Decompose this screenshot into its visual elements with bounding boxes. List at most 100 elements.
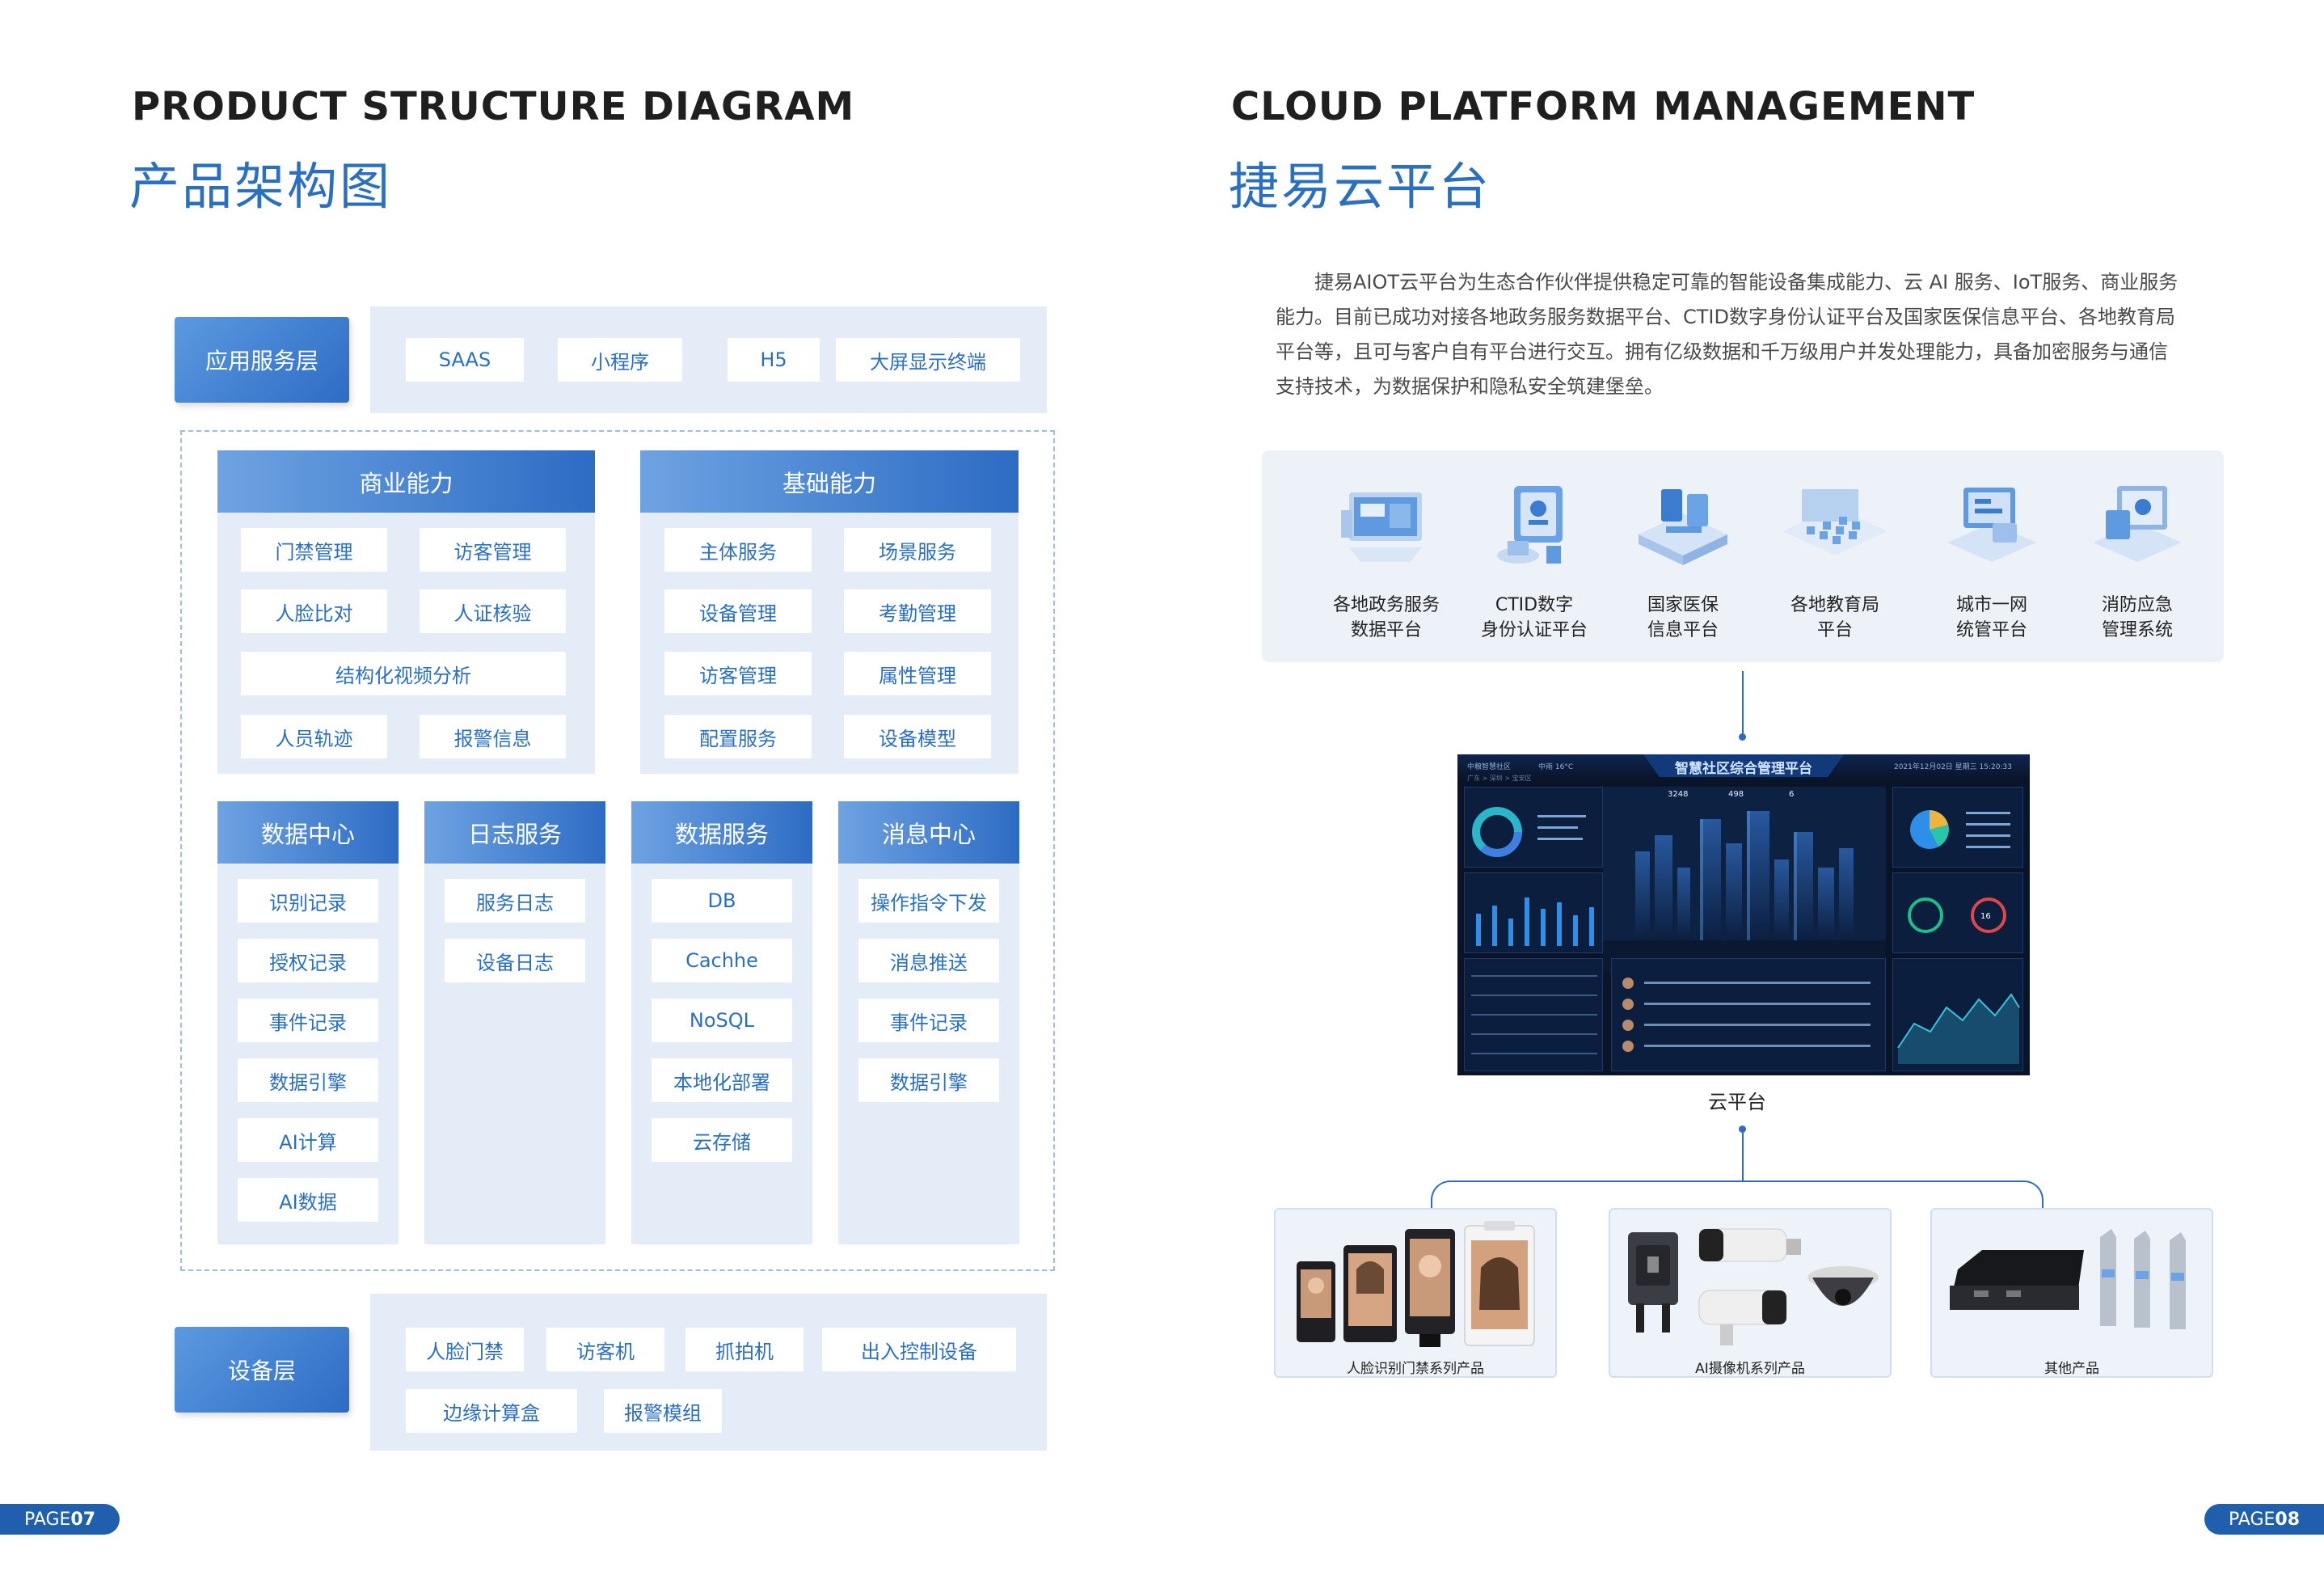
basic-chip: 主体服务 [664, 528, 812, 572]
data-center-chip: AI计算 [238, 1118, 378, 1162]
product-label: 其他产品 [2044, 1361, 2099, 1377]
business-chip: 人脸比对 [241, 589, 387, 633]
message-center-header: 消息中心 [838, 801, 1019, 864]
ctid-platform-icon [1482, 478, 1587, 583]
data-service-chip: 本地化部署 [652, 1058, 792, 1102]
ai-camera-products-card: AI摄像机系列产品 [1609, 1208, 1892, 1378]
message-center-chip: 消息推送 [858, 939, 999, 982]
log-service-chip: 服务日志 [445, 879, 585, 923]
platforms-strip: 各地政务服务数据平台 CTID数字身份认证平台 国家医保信息平台 各地教育局平台… [1262, 450, 2224, 662]
business-chip: 人员轨迹 [241, 715, 387, 758]
connector-dot [1739, 733, 1746, 741]
device-chip: 边缘计算盒 [406, 1389, 577, 1433]
basic-chip: 设备管理 [664, 589, 812, 633]
product-label: 人脸识别门禁系列产品 [1347, 1361, 1484, 1377]
app-layer-label: 应用服务层 [175, 317, 349, 403]
message-center-chip: 数据引擎 [858, 1058, 999, 1102]
page-prefix: PAGE [23, 1509, 71, 1530]
data-center-chip: 识别记录 [238, 879, 378, 923]
left-panel-bars [1464, 872, 1603, 953]
dashboard-title: 智慧社区综合管理平台 [1675, 761, 1812, 777]
log-service-chip: 设备日志 [445, 939, 585, 982]
education-platform-icon [1774, 478, 1887, 583]
connector-line [1742, 671, 1744, 737]
left-panel-table [1464, 958, 1603, 1071]
government-platform-icon [1333, 478, 1438, 583]
app-chip-h5: H5 [728, 338, 820, 382]
basic-chip: 属性管理 [844, 652, 991, 695]
other-products-image [1950, 1229, 2186, 1329]
data-center-panel: 数据中心 识别记录 授权记录 事件记录 数据引擎 AI计算 AI数据 [217, 801, 399, 1244]
data-service-panel: 数据服务 DB Cachhe NoSQL 本地化部署 云存储 [631, 801, 812, 1244]
basic-chip: 配置服务 [664, 715, 812, 758]
intro-paragraph: 捷易AIOT云平台为生态合作伙伴提供稳定可靠的智能设备集成能力、云 AI 服务、… [1276, 271, 2178, 398]
face-access-products-card: 人脸识别门禁系列产品 [1274, 1208, 1557, 1378]
basic-chip: 访客管理 [664, 652, 812, 695]
tree-trunk [1742, 1129, 1744, 1182]
dashboard-date: 2021年12月02日 星期三 15:20:33 [1894, 763, 2012, 771]
data-service-chip: NoSQL [652, 999, 792, 1042]
message-center-chip: 操作指令下发 [858, 879, 999, 923]
business-chip: 访客管理 [420, 528, 566, 572]
product-label: AI摄像机系列产品 [1695, 1361, 1805, 1377]
dashboard-weather: 中雨 16°C [1538, 763, 1574, 771]
page-num: 08 [2275, 1509, 2301, 1530]
business-chip: 报警信息 [420, 715, 566, 758]
medical-insurance-icon [1630, 478, 1736, 583]
device-chip: 人脸门禁 [406, 1328, 524, 1371]
dashboard-breadcrumb: 广东 > 深圳 > 宝安区 [1467, 775, 1532, 782]
device-chip: 报警模组 [604, 1389, 722, 1433]
business-panel: 商业能力 门禁管理 访客管理 人脸比对 人证核验 结构化视频分析 人员轨迹 报警… [217, 450, 595, 774]
dashboard-screenshot: 智慧社区综合管理平台 中粮智慧社区 中雨 16°C 2021年12月02日 星期… [1457, 754, 2030, 1075]
gauge-value: 16 [1980, 912, 1991, 921]
platform-label: 国家医保信息平台 [1647, 595, 1719, 640]
data-center-chip: 数据引擎 [238, 1058, 378, 1102]
platform-label: CTID数字身份认证平台 [1480, 595, 1588, 640]
business-chip: 门禁管理 [241, 528, 387, 572]
stat-2: 498 [1728, 790, 1744, 799]
right-panel-pie [1892, 787, 2023, 868]
log-service-header: 日志服务 [424, 801, 605, 864]
basic-chip: 设备模型 [844, 715, 991, 758]
device-layer-label: 设备层 [175, 1327, 349, 1413]
data-center-chip: AI数据 [238, 1178, 378, 1222]
message-center-panel: 消息中心 操作指令下发 消息推送 事件记录 数据引擎 [838, 801, 1019, 1244]
city-3d-view [1603, 787, 1886, 973]
dashboard-title-bg [1643, 754, 1844, 777]
page-prefix: PAGE [2228, 1509, 2275, 1530]
ai-camera-image [1628, 1228, 1879, 1345]
app-layer-panel: SAAS 小程序 H5 大屏显示终端 [370, 306, 1047, 413]
tree-branch [1431, 1180, 2044, 1210]
cloud-platform-label: 云平台 [1708, 1091, 1766, 1113]
city-management-icon [1939, 478, 2044, 583]
data-service-header: 数据服务 [631, 801, 812, 864]
basic-chip: 考勤管理 [844, 589, 991, 633]
data-center-chip: 授权记录 [238, 939, 378, 982]
log-service-panel: 日志服务 服务日志 设备日志 [424, 801, 605, 1244]
device-chip: 抓拍机 [685, 1328, 803, 1371]
center-panel-list [1611, 958, 1886, 1071]
platform-label: 各地教育局平台 [1790, 595, 1879, 640]
business-header: 商业能力 [217, 450, 595, 513]
face-terminal-image [1297, 1221, 1535, 1347]
left-title-en: PRODUCT STRUCTURE DIAGRAM [132, 84, 855, 129]
basic-header: 基础能力 [640, 450, 1019, 513]
fire-emergency-icon [2085, 478, 2190, 583]
basic-chip: 场景服务 [844, 528, 991, 572]
right-title-en: CLOUD PLATFORM MANAGEMENT [1231, 84, 1976, 129]
left-page-number: PAGE 07 [0, 1504, 120, 1535]
data-service-chip: 云存储 [652, 1118, 792, 1162]
data-center-header: 数据中心 [217, 801, 399, 864]
data-center-chip: 事件记录 [238, 999, 378, 1042]
page-num: 07 [70, 1509, 96, 1530]
left-panel-1 [1464, 787, 1603, 868]
app-chip-miniprogram: 小程序 [558, 338, 682, 382]
platform-layer-frame [180, 430, 1055, 1271]
platform-label: 城市一网统管平台 [1955, 595, 2027, 640]
business-chip: 人证核验 [420, 589, 566, 633]
platform-label: 消防应急管理系统 [2101, 595, 2173, 640]
app-chip-bigscreen: 大屏显示终端 [836, 338, 1020, 382]
stat-1: 3248 [1668, 790, 1689, 799]
stat-3: 6 [1789, 790, 1795, 799]
app-chip-saas: SAAS [406, 338, 524, 382]
